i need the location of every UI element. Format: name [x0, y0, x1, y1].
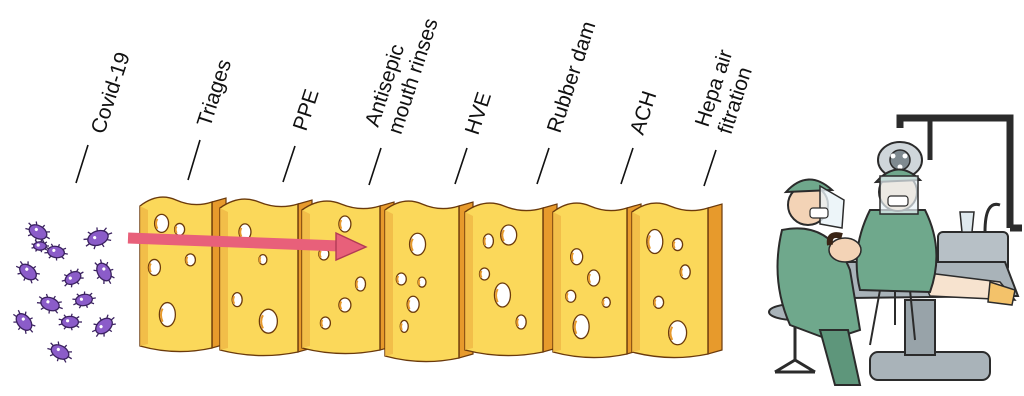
virus-icon [32, 240, 49, 252]
layer-label-7: Hepa airfitration [691, 47, 760, 186]
virus-icon [81, 223, 115, 252]
cheese-slice-1 [140, 197, 226, 351]
threat-label: Covid-19 [76, 50, 135, 183]
virus-icon [9, 306, 40, 338]
cheese-slices [140, 197, 722, 361]
virus-icon [71, 290, 97, 310]
layer-label-leader [621, 148, 633, 184]
layer-label-leader [369, 148, 381, 185]
layer-label-2: PPE [283, 86, 324, 182]
layer-label-leader [455, 148, 467, 184]
virus-icon [90, 256, 119, 288]
cheese-slice-2 [220, 199, 312, 355]
virus-icon [43, 242, 69, 262]
threat-label-text: Covid-19 [87, 50, 135, 137]
cheese-slice-4 [385, 201, 473, 361]
layer-label-leader [704, 150, 716, 186]
layer-label-text: ACH [626, 88, 662, 137]
virus-icon [59, 265, 87, 291]
virus-icon [59, 314, 82, 331]
layer-label-1: Triages [188, 57, 236, 180]
virus-icon [35, 291, 66, 317]
layer-label-line: Triages [193, 57, 236, 130]
layer-label-4: HVE [455, 89, 496, 184]
virus-icon [88, 310, 120, 341]
layer-label-text: HVE [461, 89, 496, 137]
layer-label-text: Triages [193, 57, 236, 130]
layer-label-line: PPE [289, 86, 324, 133]
layer-label-line: HVE [461, 89, 496, 137]
cheese-slice-5 [465, 203, 557, 355]
layer-label-line: ACH [626, 88, 662, 137]
layer-label-3: Antisepicmouth rinses [361, 8, 443, 185]
layer-label-line: Rubber dam [543, 19, 601, 136]
cheese-slice-7 [632, 203, 722, 357]
layer-label-text: Antisepicmouth rinses [361, 8, 443, 137]
layer-label-text: Hepa airfitration [691, 47, 760, 137]
layer-label-text: Rubber dam [543, 19, 601, 136]
layer-label-5: Rubber dam [537, 19, 600, 184]
dental-clinic-illustration [769, 118, 1022, 385]
layer-label-6: ACH [621, 88, 661, 184]
threat-label-leader [76, 145, 88, 183]
layer-label-leader [537, 148, 549, 184]
layer-label-text: PPE [289, 86, 324, 133]
cheese-slice-3 [302, 201, 394, 353]
virus-icon [44, 338, 76, 367]
virus-cluster [9, 218, 121, 367]
layer-label-leader [283, 146, 295, 182]
virus-icon [12, 257, 44, 288]
layer-label-leader [188, 140, 200, 180]
cheese-slice-6 [553, 203, 641, 357]
